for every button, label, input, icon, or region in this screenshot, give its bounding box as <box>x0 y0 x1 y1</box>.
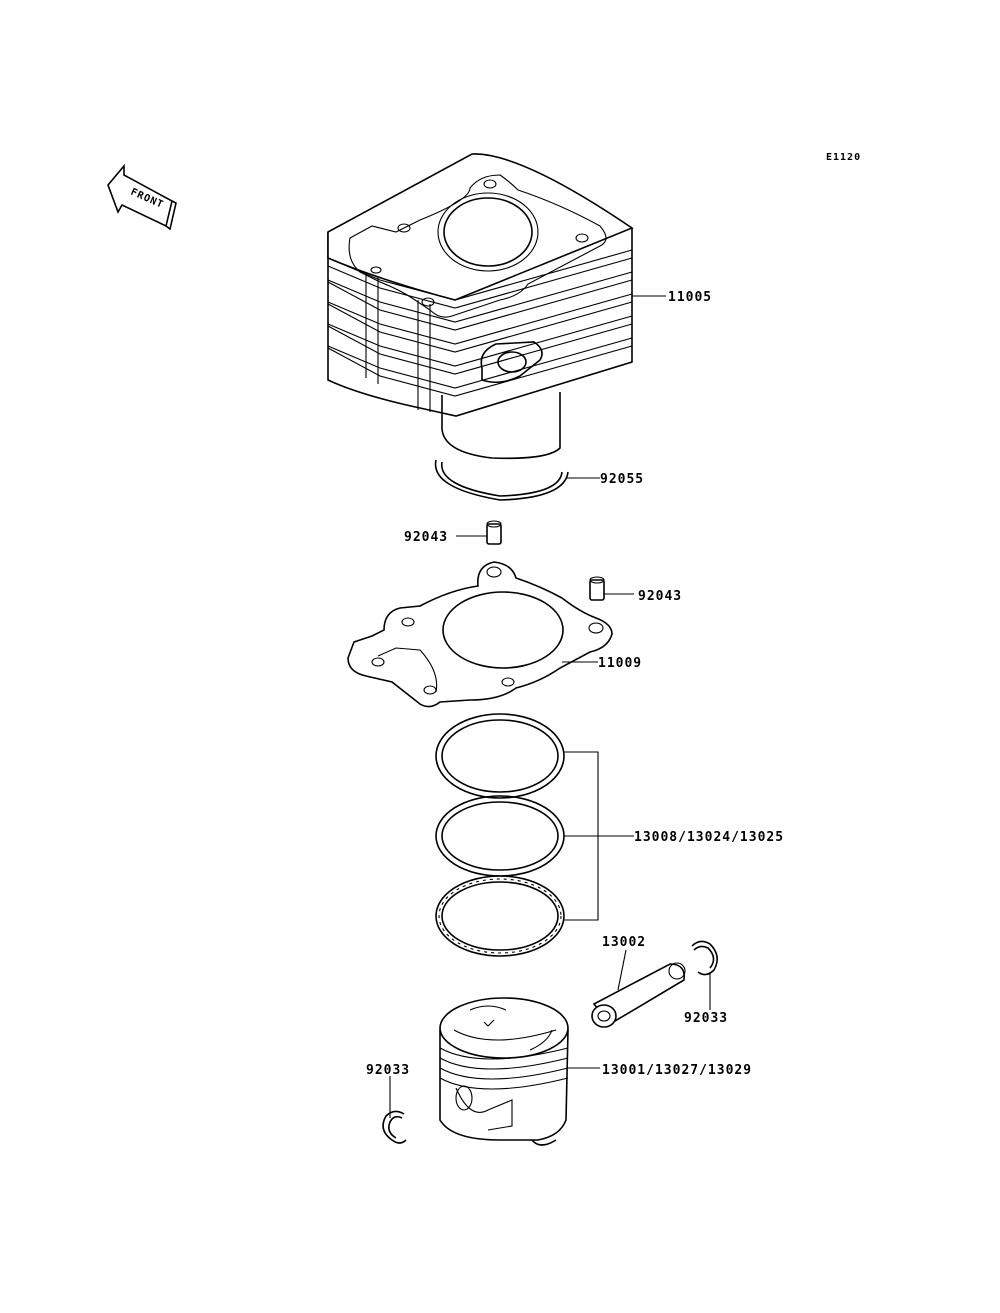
label-o-ring: 92055 <box>600 472 644 487</box>
circlip-right-drawing <box>691 940 718 976</box>
leader-lines <box>389 295 711 1118</box>
piston-ring-second-drawing <box>435 795 565 877</box>
label-circlip-left: 92033 <box>366 1063 410 1078</box>
gasket-drawing <box>347 561 613 708</box>
label-circlip-right: 92033 <box>684 1011 728 1026</box>
label-piston: 13001/13027/13029 <box>602 1063 752 1078</box>
piston-ring-oil-drawing <box>435 875 565 957</box>
circlip-left-drawing <box>382 1110 407 1144</box>
label-cylinder: 11005 <box>668 290 712 305</box>
piston-drawing <box>439 997 569 1146</box>
dowel-pin-left-drawing <box>486 520 502 545</box>
label-gasket: 11009 <box>598 656 642 671</box>
piston-pin-drawing <box>591 962 686 1028</box>
o-ring-drawing <box>434 459 569 501</box>
piston-ring-top-drawing <box>435 713 565 799</box>
front-arrow-icon: FRONT <box>107 163 177 231</box>
cylinder-drawing <box>327 153 634 460</box>
label-dowel-pin-left: 92043 <box>404 530 448 545</box>
label-dowel-pin-right: 92043 <box>638 589 682 604</box>
diagram-code: E1120 <box>826 152 861 163</box>
dowel-pin-right-drawing <box>589 576 605 601</box>
label-piston-pin: 13002 <box>602 935 646 950</box>
label-ring-set: 13008/13024/13025 <box>634 830 784 845</box>
